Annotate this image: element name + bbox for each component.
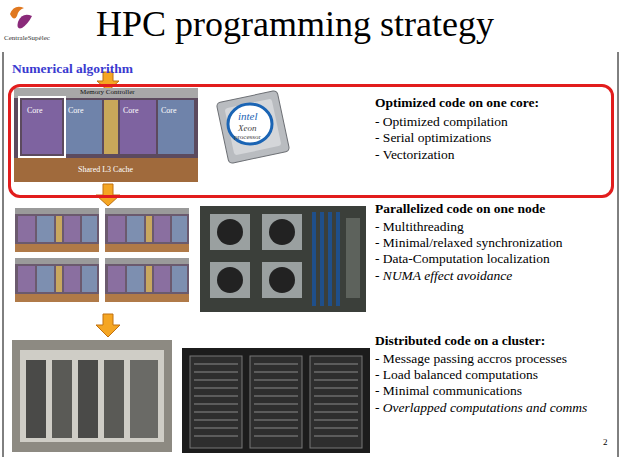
die-label: Core [27,106,43,115]
bullet-item: - Vectorization [375,147,455,163]
die-label: Core [123,106,139,115]
motherboard-photo [269,267,295,293]
cpu-die [14,158,198,182]
die-label: Shared L3 Cache [78,165,133,174]
bullet-item: - Data-Computation localization [375,251,550,267]
motherboard-photo [262,214,302,250]
cluster-photo [310,356,362,448]
cpu-die [14,88,198,182]
motherboard-photo [200,206,366,312]
bullet-item: - Multithreading [375,219,464,235]
multi-die [105,208,189,252]
cluster-photo [12,340,172,452]
cluster-photo [20,350,164,442]
stage-heading: Numerical algorithm [12,61,133,77]
die-label: Core [161,106,177,115]
multi-die [15,208,189,302]
xeon-chip [216,90,290,164]
bullet-item: - Serial optimizations [375,130,491,146]
cpu-die [64,100,102,154]
xeon-chip [225,99,282,156]
cluster-photo [250,356,302,448]
slide-frame [3,52,618,457]
motherboard-photo [210,262,250,298]
bullet-item: - Minimal communications [375,383,522,399]
motherboard-photo [312,212,316,306]
motherboard-photo [217,267,243,293]
motherboard-photo [217,219,243,245]
cluster-photo [104,360,124,438]
cpu-die [104,100,118,154]
chip-logo-text: intel [238,110,258,123]
die-label: Memory Controller [80,88,135,96]
highlight-box: Optimized code on one core: - Optimized c… [8,84,614,198]
xeon-chip [228,104,272,144]
cluster-photo [190,356,242,448]
logo-icon [10,7,32,29]
bullet-item: - Message passing accros processes [375,351,567,367]
cluster-photo [182,348,370,453]
cluster-photo [26,360,46,438]
multi-die [15,208,99,252]
slide-frame [618,52,619,457]
cpu-die [120,100,156,154]
cluster-photo [52,360,72,438]
chip-logo-text: processor [234,133,261,141]
cluster-photo [194,364,358,436]
cluster-photo [12,340,370,453]
bullet-item: - Load balanced computations [375,367,538,383]
bullet-item: - Overlapped computations and comms [375,400,587,416]
slide-title: HPC programming strategy [96,4,494,45]
motherboard-photo [346,218,360,298]
multi-die [15,258,99,302]
logo-text: CentraleSupélec [4,34,50,42]
motherboard-photo [336,212,340,306]
motherboard-photo [328,212,332,306]
cpu-die [22,100,62,154]
slide-frame [3,52,4,457]
multi-die [105,258,189,302]
motherboard-photo [269,219,295,245]
cpu-die [14,88,198,182]
cluster-photo [78,360,98,438]
motherboard-photo [320,212,324,306]
motherboard-photo [200,206,366,312]
motherboard-photo [210,214,250,250]
logo-icon [18,15,33,29]
section-heading: Distributed code on a cluster: [375,333,545,349]
die-label: Core [68,106,84,115]
motherboard-photo [262,262,302,298]
flow-arrow [96,184,120,206]
bullet-item: - Optimized compilation [375,114,508,130]
section-heading: Parallelized code on one node [375,201,545,217]
bullet-item: - NUMA effect avoidance [375,268,512,284]
cpu-die [158,100,194,154]
page-number: 2 [603,437,608,447]
cpu-die [19,97,65,157]
chip-logo-text: Xeon [238,123,257,133]
section-heading: Optimized code on one core: [375,95,539,111]
bullet-item: - Minimal/relaxed synchronization [375,235,562,251]
cluster-photo [130,360,158,438]
xeon-chip [216,90,290,164]
flow-arrow [96,314,120,337]
